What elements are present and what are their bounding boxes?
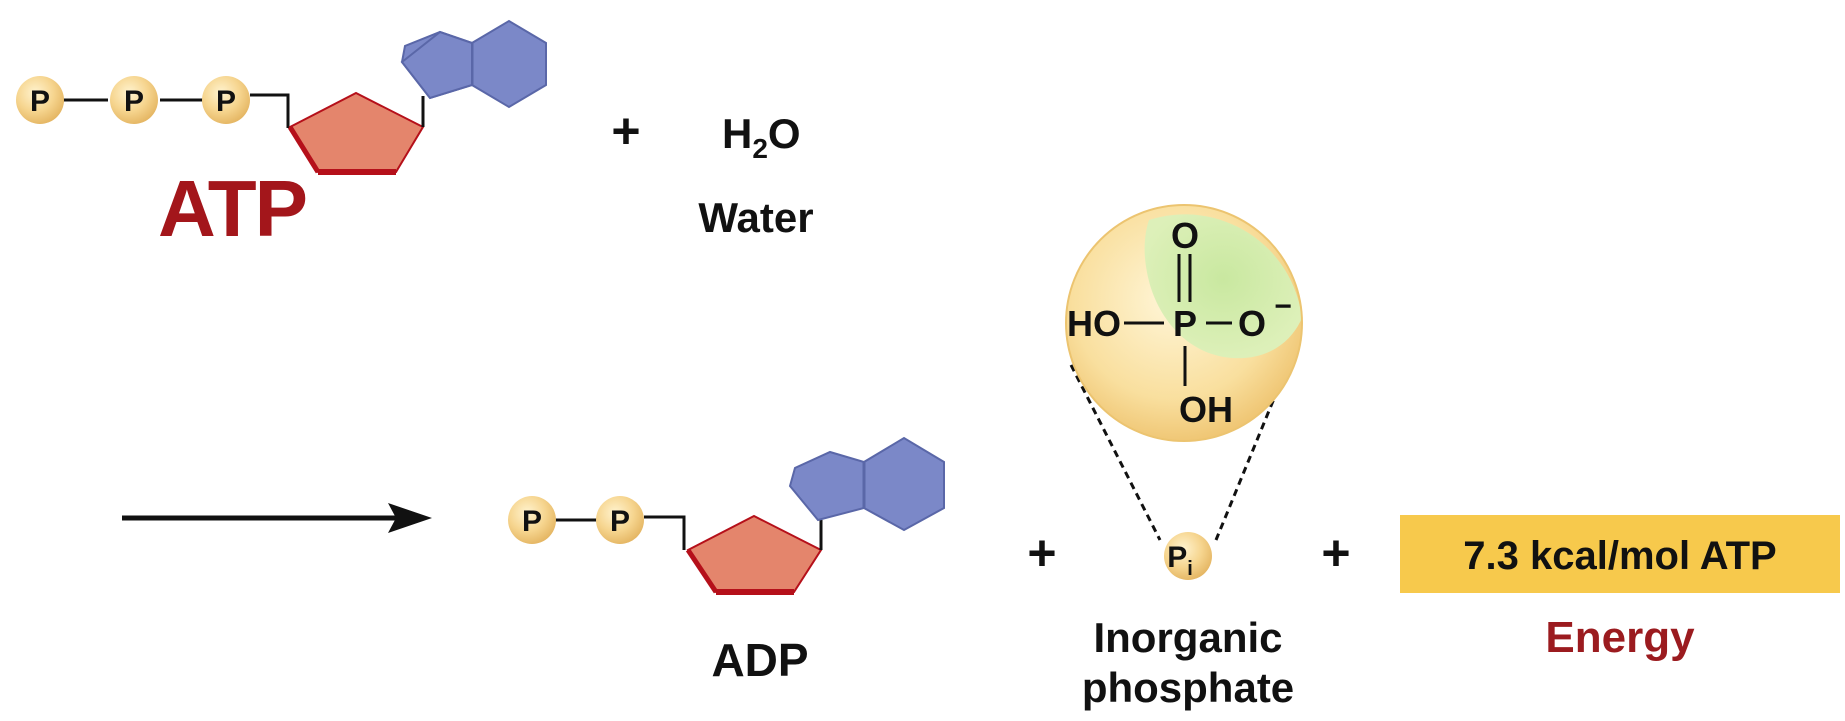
- water-label: Water: [698, 194, 813, 241]
- water-formula-o: O: [768, 110, 801, 157]
- phosphate-symbol: P: [124, 85, 144, 118]
- zoom-guide-line: [1069, 364, 1162, 541]
- water-formula-h: H: [722, 110, 752, 157]
- plus-sign: +: [1321, 525, 1350, 581]
- phosphate-symbol: P: [30, 85, 50, 118]
- atp-label: ATP: [158, 164, 306, 253]
- structure-hydroxyl-left: HO: [1067, 303, 1121, 344]
- structure-hydroxyl-bottom: OH: [1179, 389, 1233, 430]
- phosphate-group: P: [596, 496, 644, 544]
- phosphate-symbol: P: [1167, 541, 1187, 574]
- structure-top-oxygen: O: [1171, 215, 1199, 256]
- svg-text:Pi: Pi: [1167, 541, 1193, 580]
- phosphate-symbol: P: [216, 85, 236, 118]
- adp-label: ADP: [711, 634, 808, 686]
- water-formula: H2O: [722, 110, 801, 164]
- inorganic-phosphate-ball: Pi: [1164, 532, 1212, 580]
- green-highlight: [1144, 214, 1302, 359]
- phosphate-group: P: [16, 76, 64, 124]
- atp-molecule: P P P: [16, 19, 547, 175]
- inorganic-phosphate-zoom: O HO P O − OH Pi: [1065, 204, 1303, 580]
- inorganic-phosphate-label-line1: Inorganic: [1093, 614, 1282, 661]
- phosphate-group: P: [110, 76, 158, 124]
- structure-oxygen-right: O: [1238, 303, 1266, 344]
- reaction-arrow: [122, 503, 432, 533]
- energy-label: Energy: [1545, 613, 1695, 662]
- adp-molecule: P P: [508, 436, 945, 595]
- structure-negative-charge: −: [1274, 290, 1292, 323]
- ribose-sugar: [287, 91, 425, 175]
- adenine-base: [788, 436, 945, 532]
- phosphate-symbol: P: [610, 505, 630, 538]
- adenine-base: [400, 19, 547, 109]
- energy-box-background: [1400, 515, 1840, 593]
- phosphate-ribose-linker: [644, 515, 686, 550]
- water-formula-subscript: 2: [752, 133, 768, 164]
- energy-value: 7.3 kcal/mol ATP: [1463, 534, 1776, 578]
- energy-box: 7.3 kcal/mol ATP: [1400, 515, 1840, 593]
- structure-phosphorus: P: [1173, 303, 1197, 344]
- phosphate-group: P: [202, 76, 250, 124]
- phosphate-subscript: i: [1187, 558, 1193, 580]
- plus-sign: +: [611, 103, 640, 159]
- phosphate-ribose-linker: [250, 93, 290, 128]
- inorganic-phosphate-label-line2: phosphate: [1082, 664, 1294, 711]
- plus-sign: +: [1027, 525, 1056, 581]
- phosphate-structure: O HO P O − OH: [1067, 215, 1292, 430]
- svg-text:H2O: H2O: [722, 110, 801, 164]
- ribose-sugar: [685, 514, 823, 595]
- phosphate-symbol: P: [522, 505, 542, 538]
- phosphate-group: P: [508, 496, 556, 544]
